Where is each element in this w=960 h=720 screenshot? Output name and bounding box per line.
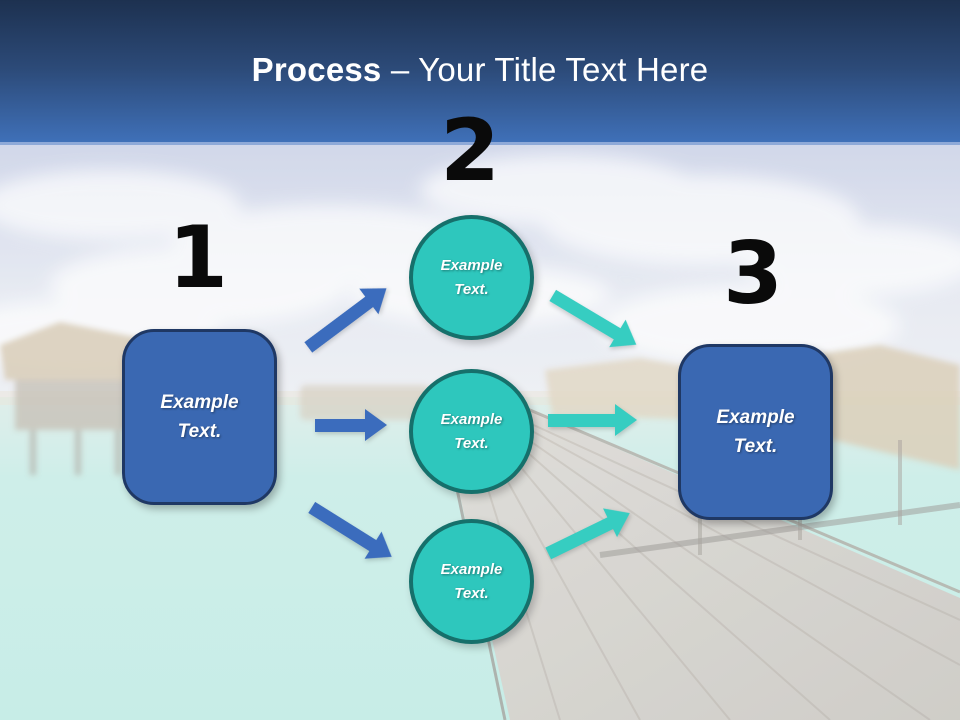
step-number-3: 3	[723, 224, 783, 324]
arrow-box1-to-circle-middle	[315, 409, 387, 441]
slide-title: Process – Your Title Text Here	[0, 0, 960, 89]
bungalow-huts	[0, 322, 960, 475]
step1-box-label: Example Text.	[160, 391, 239, 442]
title-emphasis: Process	[251, 51, 382, 88]
arrow-circle-middle-to-box3	[548, 404, 637, 436]
step3-box-label: Example Text.	[716, 406, 795, 457]
step-number-2: 2	[440, 101, 500, 201]
arrow-shaft	[548, 413, 615, 427]
arrow-head-icon	[365, 409, 387, 441]
step2-circle-top: Example Text.	[409, 215, 534, 340]
step2-circle-middle: Example Text.	[409, 369, 534, 494]
step2-circle-top-label: Example Text.	[440, 256, 503, 298]
step2-circle-bottom: Example Text.	[409, 519, 534, 644]
step2-circle-middle-label: Example Text.	[440, 410, 503, 452]
step2-circle-bottom-label: Example Text.	[440, 560, 503, 602]
title-bar: Process – Your Title Text Here	[0, 0, 960, 145]
step3-box: Example Text.	[678, 344, 833, 520]
title-rest: – Your Title Text Here	[390, 51, 709, 88]
step1-box: Example Text.	[122, 329, 277, 505]
step-number-1: 1	[168, 208, 228, 308]
arrow-head-icon	[615, 404, 637, 436]
arrow-shaft	[315, 418, 365, 432]
